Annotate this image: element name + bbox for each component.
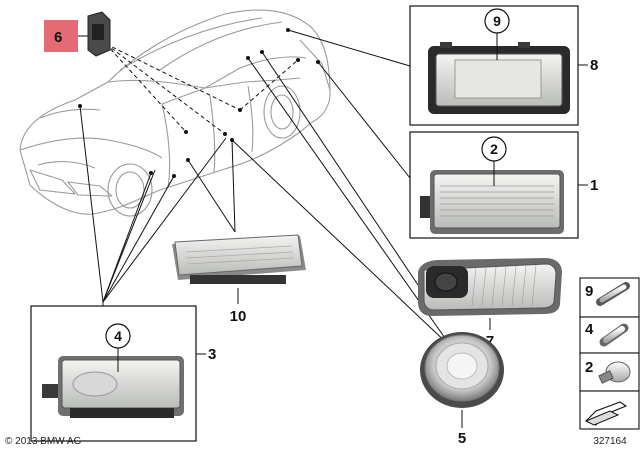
part-1-number: 1 <box>590 177 598 194</box>
part-10-number: 10 <box>230 308 247 325</box>
car-outline <box>19 9 331 217</box>
part-9-lamp[interactable] <box>428 42 570 114</box>
arrow-icon <box>584 401 628 426</box>
part-7-number: 7 <box>486 333 494 350</box>
part-7-lamp[interactable] <box>418 258 562 316</box>
part-6-connector[interactable] <box>87 11 111 57</box>
part-5-number: 5 <box>458 430 466 447</box>
wedge-bulb-icon[interactable] <box>599 323 629 347</box>
part-8-number: 8 <box>590 57 598 74</box>
festoon-bulb-icon[interactable] <box>596 282 630 306</box>
part-3-lamp[interactable] <box>42 356 184 418</box>
part-10-lamp[interactable] <box>172 234 306 284</box>
leader-dots <box>78 28 320 178</box>
part-6-highlight[interactable] <box>44 20 78 52</box>
bulb-9-number: 9 <box>585 283 593 300</box>
diagram-id: 327164 <box>593 436 627 447</box>
leader-lines <box>79 29 453 349</box>
part-3-number: 3 <box>208 346 216 363</box>
callout-9-label: 9 <box>493 13 501 29</box>
bulb-4-number: 4 <box>585 321 594 338</box>
callout-2-label: 2 <box>490 141 498 157</box>
part-5-lamp[interactable] <box>420 332 504 408</box>
dashed-leaders <box>105 43 299 135</box>
callout-4-label: 4 <box>114 328 122 344</box>
bulb-2-number: 2 <box>585 359 593 376</box>
part-6-number: 6 <box>54 29 62 46</box>
socket-bulb-icon[interactable] <box>598 361 631 384</box>
copyright-text: © 2013 BMW AG <box>5 436 82 447</box>
part-1-lamp[interactable] <box>420 170 564 234</box>
